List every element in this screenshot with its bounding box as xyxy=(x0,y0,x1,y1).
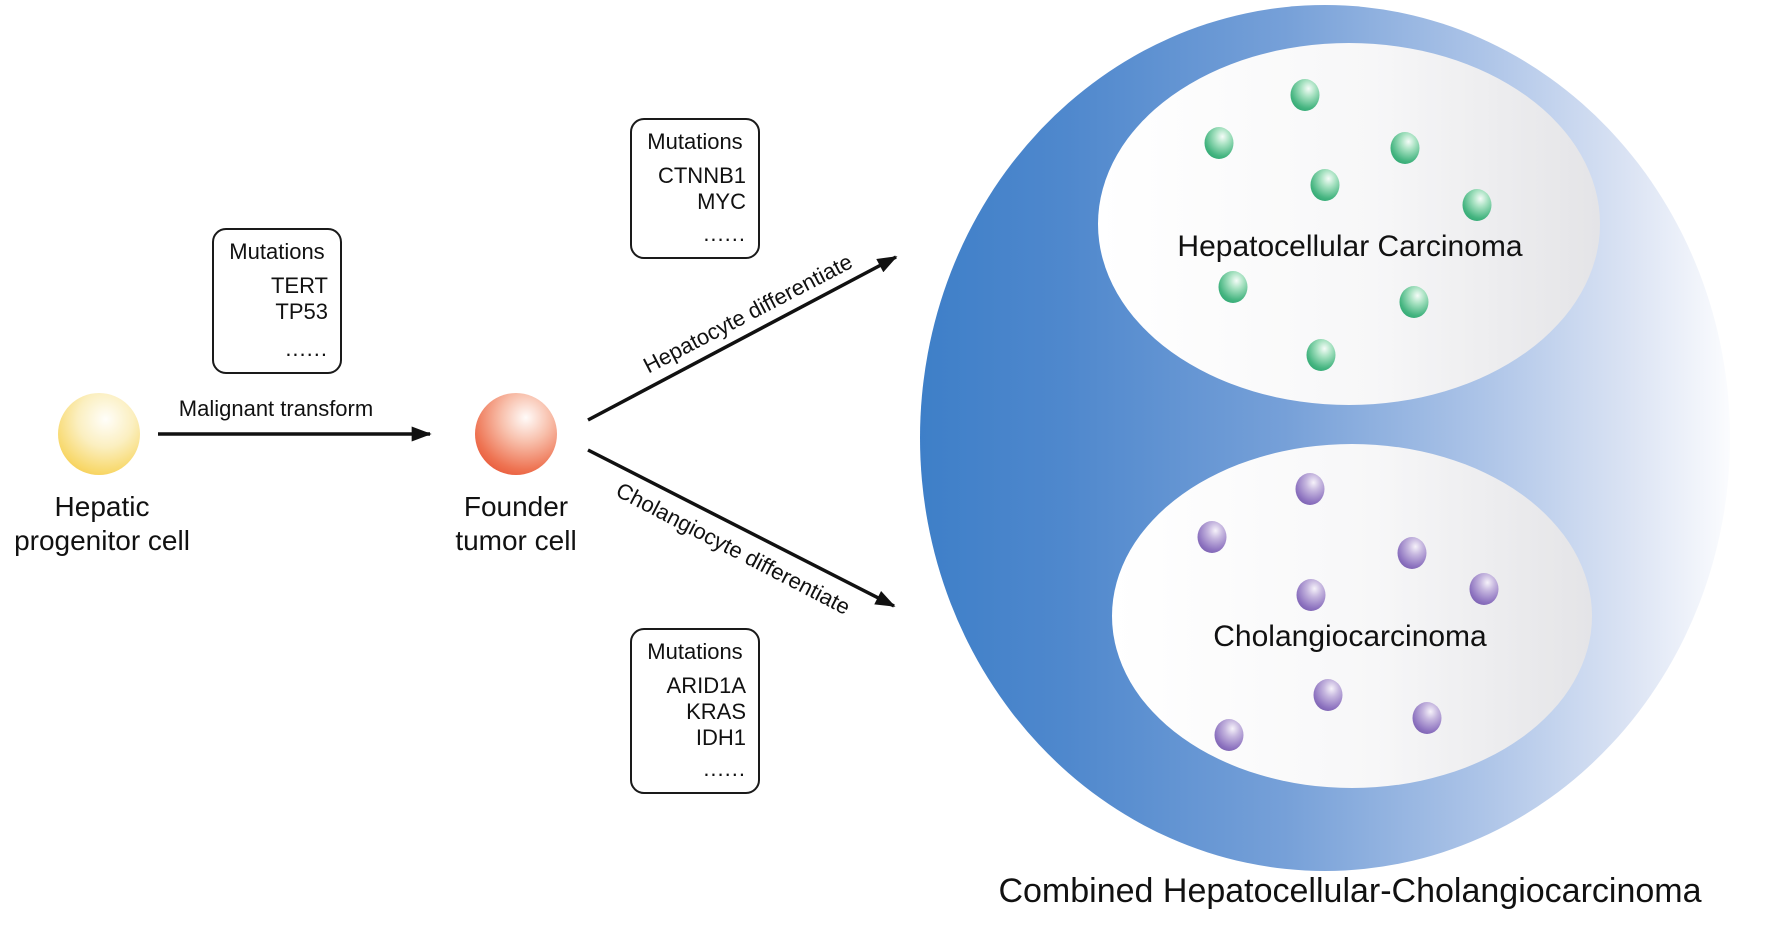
gene-name: KRAS xyxy=(686,699,746,724)
icc-region xyxy=(1112,444,1592,788)
hepatic-progenitor-cell xyxy=(58,393,140,475)
mutations-box-title: Mutations xyxy=(647,129,743,154)
mutations-box-more: ...... xyxy=(703,756,746,781)
hepatocellular-carcinoma-label: Hepatocellular Carcinoma xyxy=(1177,230,1523,263)
founder-tumor-cell xyxy=(475,393,557,475)
icc-cell-dot xyxy=(1313,679,1343,711)
icc-cell-dot xyxy=(1397,537,1427,569)
hcc-cell-dot xyxy=(1390,132,1420,164)
hcc-cell-dot xyxy=(1306,339,1336,371)
gene-name: TERT xyxy=(270,273,328,298)
mutations-box-genes: CTNNB1 MYC xyxy=(632,163,758,215)
icc-cell-dots xyxy=(1197,473,1499,751)
malignant-transform-label: Malignant transform xyxy=(178,396,374,421)
gene-name: TP53 xyxy=(275,299,328,324)
gene-name: ARID1A xyxy=(666,673,746,698)
icc-cell-dot xyxy=(1214,719,1244,751)
combined-hcc-icc-caption: Combined Hepatocellular-Cholangiocarcino… xyxy=(998,872,1702,910)
hcc-cell-dots xyxy=(1204,79,1492,371)
gene-name: MYC xyxy=(697,189,746,214)
icc-cell-dot xyxy=(1412,702,1442,734)
founder-tumor-cell-label: Founder tumor cell xyxy=(455,491,577,556)
mutations-box-genes: TERT TP53 xyxy=(214,273,340,325)
hcc-region xyxy=(1098,43,1600,405)
icc-cell-dot xyxy=(1197,521,1227,553)
mutations-box-title: Mutations xyxy=(647,639,743,664)
mutations-box-genes: ARID1A KRAS IDH1 xyxy=(632,673,758,751)
mutations-box-more: ...... xyxy=(285,336,328,361)
icc-cell-dot xyxy=(1296,579,1326,611)
hepatocyte-differentiate-arrow xyxy=(587,255,898,422)
hepatic-progenitor-cell-label: Hepatic progenitor cell xyxy=(14,491,190,556)
mutations-box-title: Mutations xyxy=(229,239,325,264)
hcc-cell-dot xyxy=(1399,286,1429,318)
hcc-cell-dot xyxy=(1290,79,1320,111)
cholangiocyte-differentiate-arrow xyxy=(587,448,896,608)
mutations-box-more: ...... xyxy=(703,221,746,246)
mutations-box-icc: Mutations ARID1A KRAS IDH1 ...... xyxy=(630,628,760,794)
hcc-cell-dot xyxy=(1310,169,1340,201)
cholangiocarcinoma-label: Cholangiocarcinoma xyxy=(1213,620,1487,653)
hcc-cell-dot xyxy=(1462,189,1492,221)
hcc-cell-dot xyxy=(1204,127,1234,159)
icc-cell-dot xyxy=(1295,473,1325,505)
gene-name: IDH1 xyxy=(695,725,746,750)
mutations-box-hcc: Mutations CTNNB1 MYC ...... xyxy=(630,118,760,259)
gene-name: CTNNB1 xyxy=(657,163,746,188)
hcc-cell-dot xyxy=(1218,271,1248,303)
icc-cell-dot xyxy=(1469,573,1499,605)
mutations-box-progenitor: Mutations TERT TP53 ...... xyxy=(212,228,342,374)
